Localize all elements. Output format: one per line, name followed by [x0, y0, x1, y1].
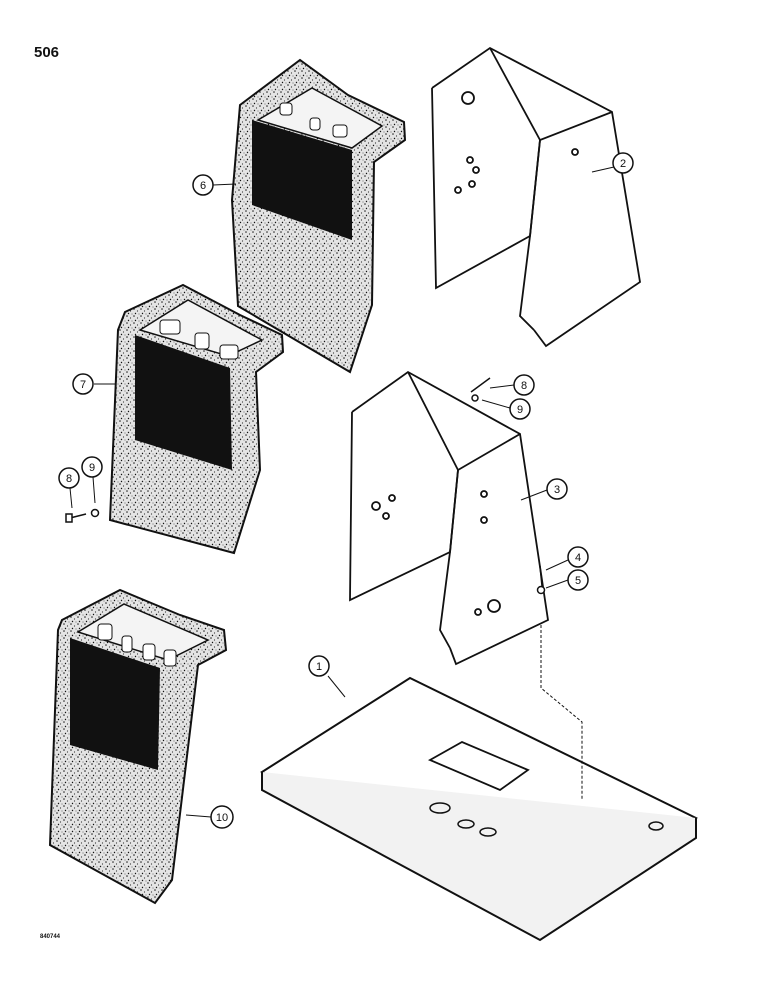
bolt-and-washer-left: [65, 508, 100, 523]
console-cover-part-7: [108, 283, 285, 555]
callout-8-lower: 8: [58, 467, 80, 489]
callout-10: 10: [210, 805, 234, 829]
callout-label: 7: [80, 379, 86, 391]
callout-label: 2: [620, 158, 626, 170]
callout-7: 7: [72, 373, 94, 395]
callout-6: 6: [192, 174, 214, 196]
callout-9-upper: 9: [509, 398, 531, 420]
callout-label: 9: [89, 462, 95, 474]
callout-label: 5: [575, 575, 581, 587]
callout-label: 4: [575, 552, 581, 564]
callout-9-lower: 9: [81, 456, 103, 478]
callout-5: 5: [567, 569, 589, 591]
callout-label: 10: [216, 812, 228, 824]
callout-label: 8: [66, 473, 72, 485]
leader-lines: [69, 166, 615, 818]
console-cover-part-10: [48, 588, 228, 905]
support-bracket-part-2: [431, 46, 641, 348]
bolt-and-washer-top: [470, 377, 491, 402]
stud-and-nut-bracket-3: [536, 565, 546, 595]
callout-2: 2: [612, 152, 634, 174]
callout-4: 4: [567, 546, 589, 568]
callout-label: 8: [521, 380, 527, 392]
callout-label: 3: [554, 484, 560, 496]
callout-label: 9: [517, 404, 523, 416]
console-cover-part-6: [230, 58, 407, 374]
callout-1: 1: [308, 655, 330, 677]
drawing-id: 840744: [40, 934, 61, 940]
callout-label: 6: [200, 180, 206, 192]
callout-8-upper: 8: [513, 374, 535, 396]
alignment-line: [540, 625, 583, 800]
callout-3: 3: [546, 478, 568, 500]
callout-label: 1: [316, 661, 322, 673]
base-plate-part-1: [260, 676, 698, 942]
support-bracket-part-3: [349, 370, 549, 666]
page-number: 506: [34, 44, 60, 61]
